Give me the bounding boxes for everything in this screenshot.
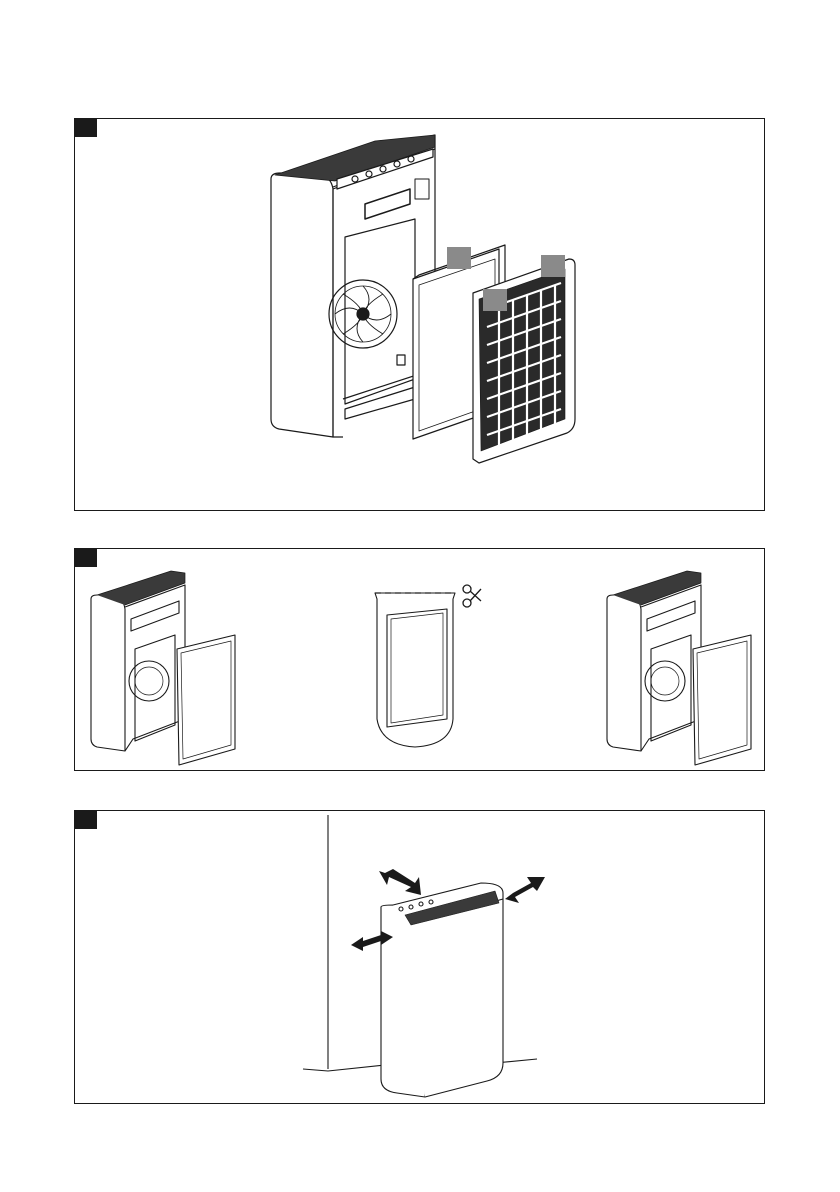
part-marker-c [483,289,507,311]
part-marker-a [447,247,471,269]
purifier-standing [381,883,503,1097]
panel-placement-clearance [74,810,765,1104]
illustration-placement [75,811,766,1105]
purifier-open-right [607,571,751,765]
panel-filter-unpacking [74,548,765,771]
purifier-open-left [91,571,235,765]
illustration-unpacking-sequence [75,549,766,772]
fan-icon [329,280,397,348]
floor-line [303,1065,385,1071]
scissors-icon [463,585,481,607]
part-marker-b [541,255,565,277]
purifier-body [271,135,435,437]
packaged-filter [375,585,481,747]
panel-filter-exploded-view [74,118,765,511]
illustration-exploded-view [75,119,766,512]
